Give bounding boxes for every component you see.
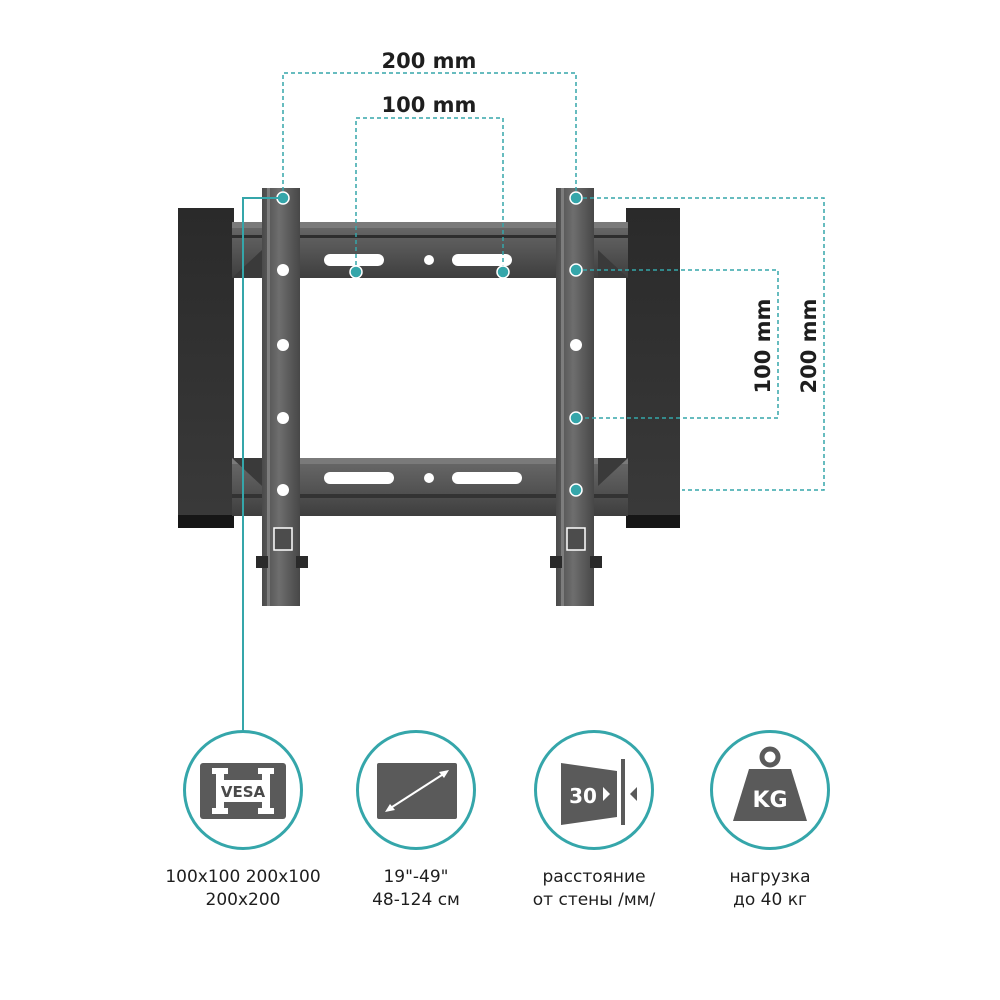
svg-text:KG: KG bbox=[752, 788, 787, 813]
weight-icon: KG bbox=[710, 730, 830, 850]
left-rail bbox=[256, 188, 308, 606]
dimension-lines bbox=[282, 72, 825, 491]
wall-plate-left bbox=[178, 208, 234, 528]
dimension-vertical-inner: 100 mm bbox=[751, 299, 775, 394]
wall-distance-icon: 30 bbox=[534, 730, 654, 850]
feature-wall-distance-line1: расстояние bbox=[542, 867, 646, 887]
svg-text:30: 30 bbox=[569, 784, 597, 808]
feature-wall-distance: 30 расстояние от стены /мм/ bbox=[474, 730, 714, 912]
feature-screen-size-line1: 19"-49" bbox=[383, 867, 449, 887]
dimension-vertical-outer: 200 mm bbox=[797, 299, 821, 394]
right-rail bbox=[550, 188, 602, 606]
leader-line bbox=[242, 197, 283, 736]
vesa-icon: VESA bbox=[183, 730, 303, 850]
feature-wall-distance-line2: от стены /мм/ bbox=[532, 890, 656, 910]
feature-load-line1: нагрузка bbox=[729, 867, 811, 887]
feature-screen-size: 19"-49" 48-124 см bbox=[296, 730, 536, 912]
feature-vesa-line2: 200x200 bbox=[205, 890, 281, 910]
wall-plate-right bbox=[626, 208, 680, 528]
feature-vesa-line1: 100x100 200x100 bbox=[165, 867, 321, 887]
feature-load: KG нагрузка до 40 кг bbox=[650, 730, 890, 912]
svg-text:VESA: VESA bbox=[221, 783, 266, 801]
feature-screen-size-line2: 48-124 см bbox=[372, 890, 460, 910]
feature-vesa: VESA 100x100 200x100 200x200 bbox=[123, 730, 363, 912]
dimension-horizontal-outer: 200 mm bbox=[382, 49, 477, 73]
screen-diagonal-icon bbox=[356, 730, 476, 850]
vesa-hole-markers bbox=[276, 191, 583, 497]
dimension-horizontal-inner: 100 mm bbox=[382, 93, 477, 117]
feature-load-line2: до 40 кг bbox=[733, 890, 807, 910]
